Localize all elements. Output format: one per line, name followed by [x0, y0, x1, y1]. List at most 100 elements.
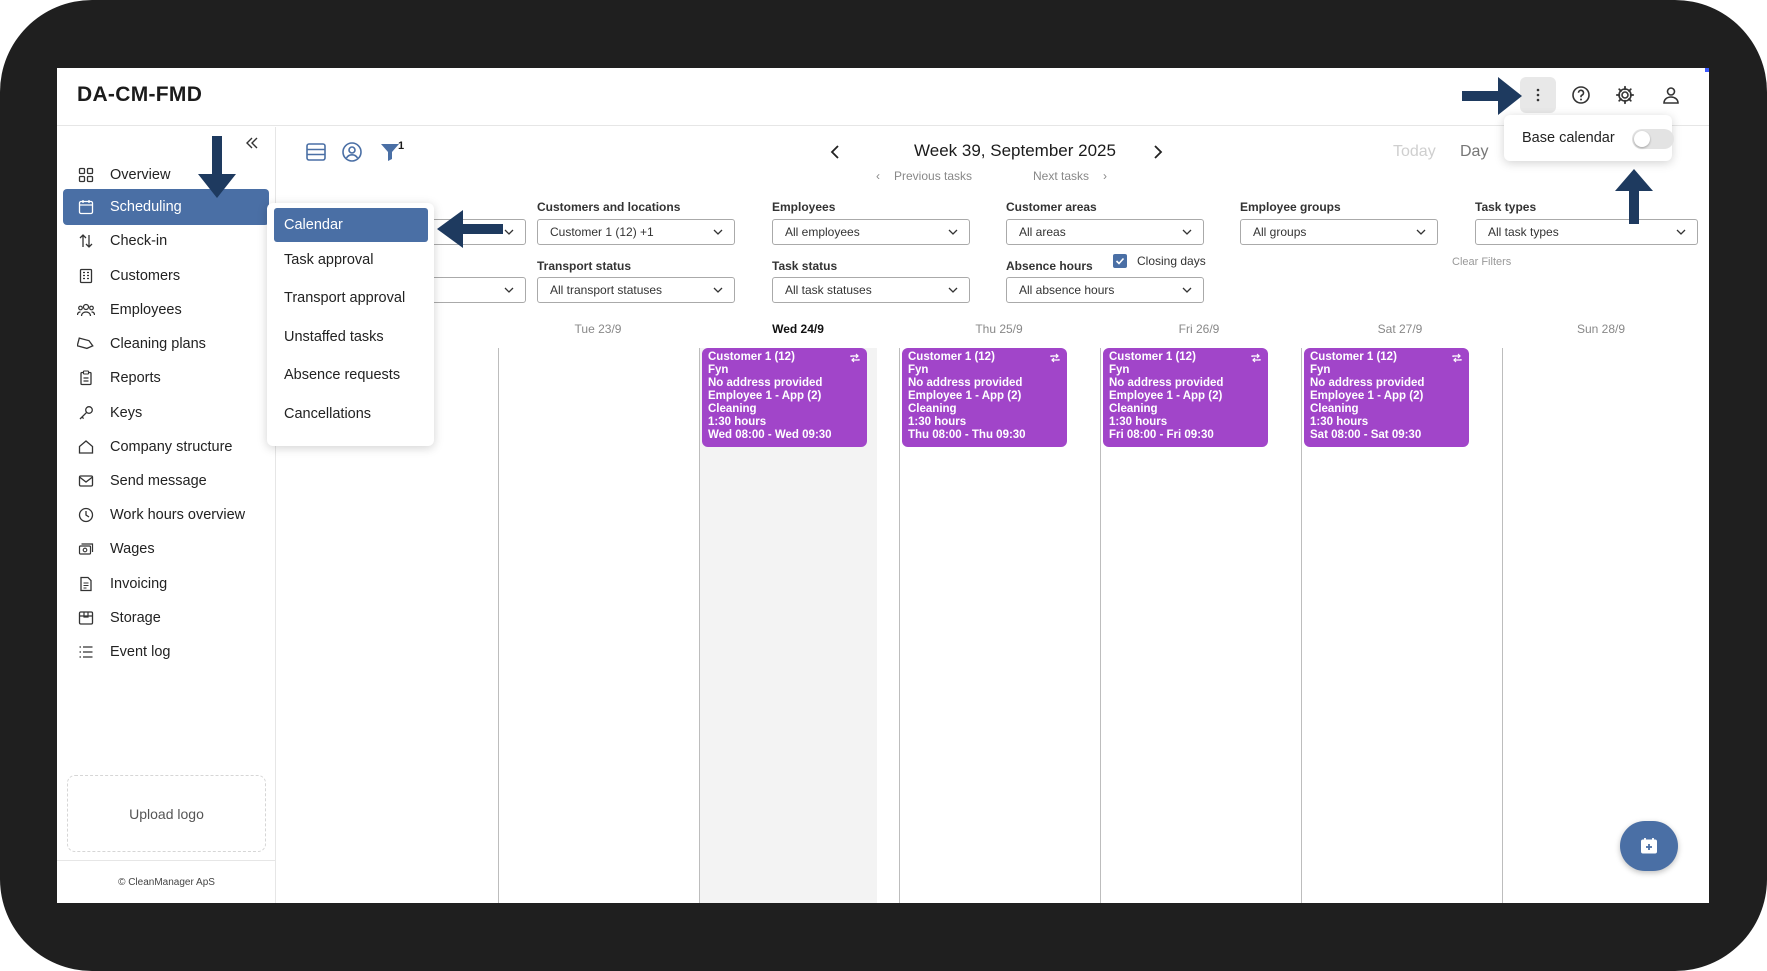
sidebar-item-cleaning-plans[interactable]: Cleaning plans: [63, 326, 269, 362]
task-employee: Employee 1 - App (2): [1109, 390, 1223, 402]
sidebar-item-company-structure[interactable]: Company structure: [63, 429, 269, 465]
sidebar-item-storage[interactable]: Storage: [63, 600, 269, 636]
app-title: DA-CM-FMD: [77, 83, 203, 106]
column-divider: [1100, 348, 1101, 903]
top-bar: DA-CM-FMD: [57, 68, 1709, 126]
guide-arrow-up-icon: [1615, 169, 1653, 224]
task-customer: Customer 1 (12): [708, 351, 795, 363]
submenu-item-cancellations[interactable]: Cancellations: [284, 406, 372, 422]
task-card[interactable]: Customer 1 (12) Fyn No address provided …: [1103, 348, 1268, 447]
repeat-icon: [1251, 353, 1261, 363]
double-chevron-left-icon: [246, 137, 258, 149]
tag-icon: [77, 335, 95, 353]
task-address: No address provided: [708, 377, 823, 389]
base-calendar-popover: Base calendar: [1504, 115, 1674, 161]
employee-groups-select[interactable]: All groups: [1240, 219, 1438, 245]
copyright-footer: © CleanManager ApS: [57, 860, 276, 903]
help-button[interactable]: [1563, 77, 1599, 113]
sidebar-item-label: Reports: [110, 370, 161, 386]
sidebar-item-invoicing[interactable]: Invoicing: [63, 566, 269, 602]
customer-areas-select[interactable]: All areas: [1006, 219, 1204, 245]
sidebar-item-keys[interactable]: Keys: [63, 395, 269, 431]
sidebar-item-work-hours-overview[interactable]: Work hours overview: [63, 497, 269, 533]
user-icon: [1663, 87, 1679, 104]
sidebar-item-scheduling[interactable]: Scheduling: [63, 189, 269, 225]
sidebar: Overview Scheduling Check-in Customers E…: [57, 127, 276, 903]
sidebar-item-label: Scheduling: [110, 199, 182, 215]
sidebar-item-reports[interactable]: Reports: [63, 360, 269, 396]
sidebar-item-wages[interactable]: Wages: [63, 531, 269, 567]
previous-tasks-link[interactable]: ‹Previous tasks: [876, 169, 972, 183]
add-task-button[interactable]: [1620, 821, 1678, 871]
submenu-item-absence-requests[interactable]: Absence requests: [284, 367, 401, 383]
task-area: Fyn: [1109, 364, 1130, 376]
list-view-button[interactable]: [305, 141, 327, 163]
previous-week-button[interactable]: [828, 142, 844, 162]
transport-status-select[interactable]: All transport statuses: [537, 277, 735, 303]
collapse-sidebar-button[interactable]: [244, 135, 260, 151]
next-week-button[interactable]: [1149, 142, 1165, 162]
sidebar-item-event-log[interactable]: Event log: [63, 634, 269, 670]
submenu-item-transport-approval[interactable]: Transport approval: [284, 290, 406, 306]
more-options-button[interactable]: [1520, 77, 1556, 113]
task-time: Wed 08:00 - Wed 09:30: [708, 429, 832, 441]
sidebar-item-label: Wages: [110, 541, 155, 557]
sidebar-item-overview[interactable]: Overview: [63, 157, 269, 193]
chevron-down-icon: [1416, 229, 1426, 235]
submenu-item-task-approval[interactable]: Task approval: [284, 252, 374, 268]
base-calendar-toggle[interactable]: [1632, 129, 1674, 149]
gear-icon: [1615, 85, 1635, 105]
mail-icon: [77, 472, 95, 490]
next-tasks-label: Next tasks: [1033, 169, 1090, 183]
column-divider: [699, 348, 700, 903]
column-divider: [899, 348, 900, 903]
sidebar-item-send-message[interactable]: Send message: [63, 463, 269, 499]
user-circle-icon: [342, 142, 362, 162]
user-menu-button[interactable]: [1653, 77, 1689, 113]
settings-button[interactable]: [1607, 77, 1643, 113]
closing-days-checkbox[interactable]: Closing days: [1113, 254, 1206, 268]
filter-label-absence-hours: Absence hours: [1006, 259, 1093, 273]
money-icon: [77, 540, 95, 558]
submenu-item-unstaffed-tasks[interactable]: Unstaffed tasks: [284, 329, 384, 345]
next-tasks-link[interactable]: Next tasks›: [1033, 169, 1107, 183]
sidebar-item-employees[interactable]: Employees: [63, 292, 269, 328]
absence-hours-select[interactable]: All absence hours: [1006, 277, 1204, 303]
task-card[interactable]: Customer 1 (12) Fyn No address provided …: [902, 348, 1067, 447]
calendar-add-icon: [1641, 838, 1657, 854]
employee-groups-select-value: All groups: [1253, 225, 1307, 239]
chevron-down-icon: [713, 287, 723, 293]
employee-view-button[interactable]: [341, 141, 363, 163]
chevron-down-icon: [1182, 229, 1192, 235]
clear-filters-button[interactable]: Clear Filters: [1452, 256, 1512, 268]
task-duration: 1:30 hours: [908, 416, 967, 428]
sidebar-item-label: Customers: [110, 268, 181, 284]
sidebar-item-check-in[interactable]: Check-in: [63, 223, 269, 259]
sidebar-item-label: Send message: [110, 473, 207, 489]
task-card[interactable]: Customer 1 (12) Fyn No address provided …: [702, 348, 867, 447]
employees-select[interactable]: All employees: [772, 219, 970, 245]
submenu-item-calendar[interactable]: Calendar: [274, 208, 428, 242]
sidebar-item-customers[interactable]: Customers: [63, 258, 269, 294]
task-customer: Customer 1 (12): [908, 351, 995, 363]
task-duration: 1:30 hours: [708, 416, 767, 428]
day-header-fri: Fri 26/9: [1178, 322, 1220, 336]
task-area: Fyn: [708, 364, 729, 376]
guide-arrow-left-icon: [437, 210, 503, 248]
day-view-button[interactable]: Day: [1460, 143, 1489, 160]
filter-button[interactable]: 1: [379, 140, 409, 163]
chevron-right-icon: [1154, 145, 1163, 159]
filter-label-task-types: Task types: [1475, 200, 1537, 214]
sidebar-item-label: Employees: [110, 302, 182, 318]
task-types-select[interactable]: All task types: [1475, 219, 1698, 245]
task-type: Cleaning: [1310, 403, 1359, 415]
upload-logo-button[interactable]: Upload logo: [67, 775, 266, 852]
task-card[interactable]: Customer 1 (12) Fyn No address provided …: [1304, 348, 1469, 447]
people-icon: [77, 301, 95, 319]
customers-select[interactable]: Customer 1 (12) +1: [537, 219, 735, 245]
task-customer: Customer 1 (12): [1310, 351, 1397, 363]
task-status-select[interactable]: All task statuses: [772, 277, 970, 303]
sidebar-item-label: Storage: [110, 610, 161, 626]
today-button[interactable]: Today: [1393, 143, 1436, 160]
task-address: No address provided: [1310, 377, 1425, 389]
